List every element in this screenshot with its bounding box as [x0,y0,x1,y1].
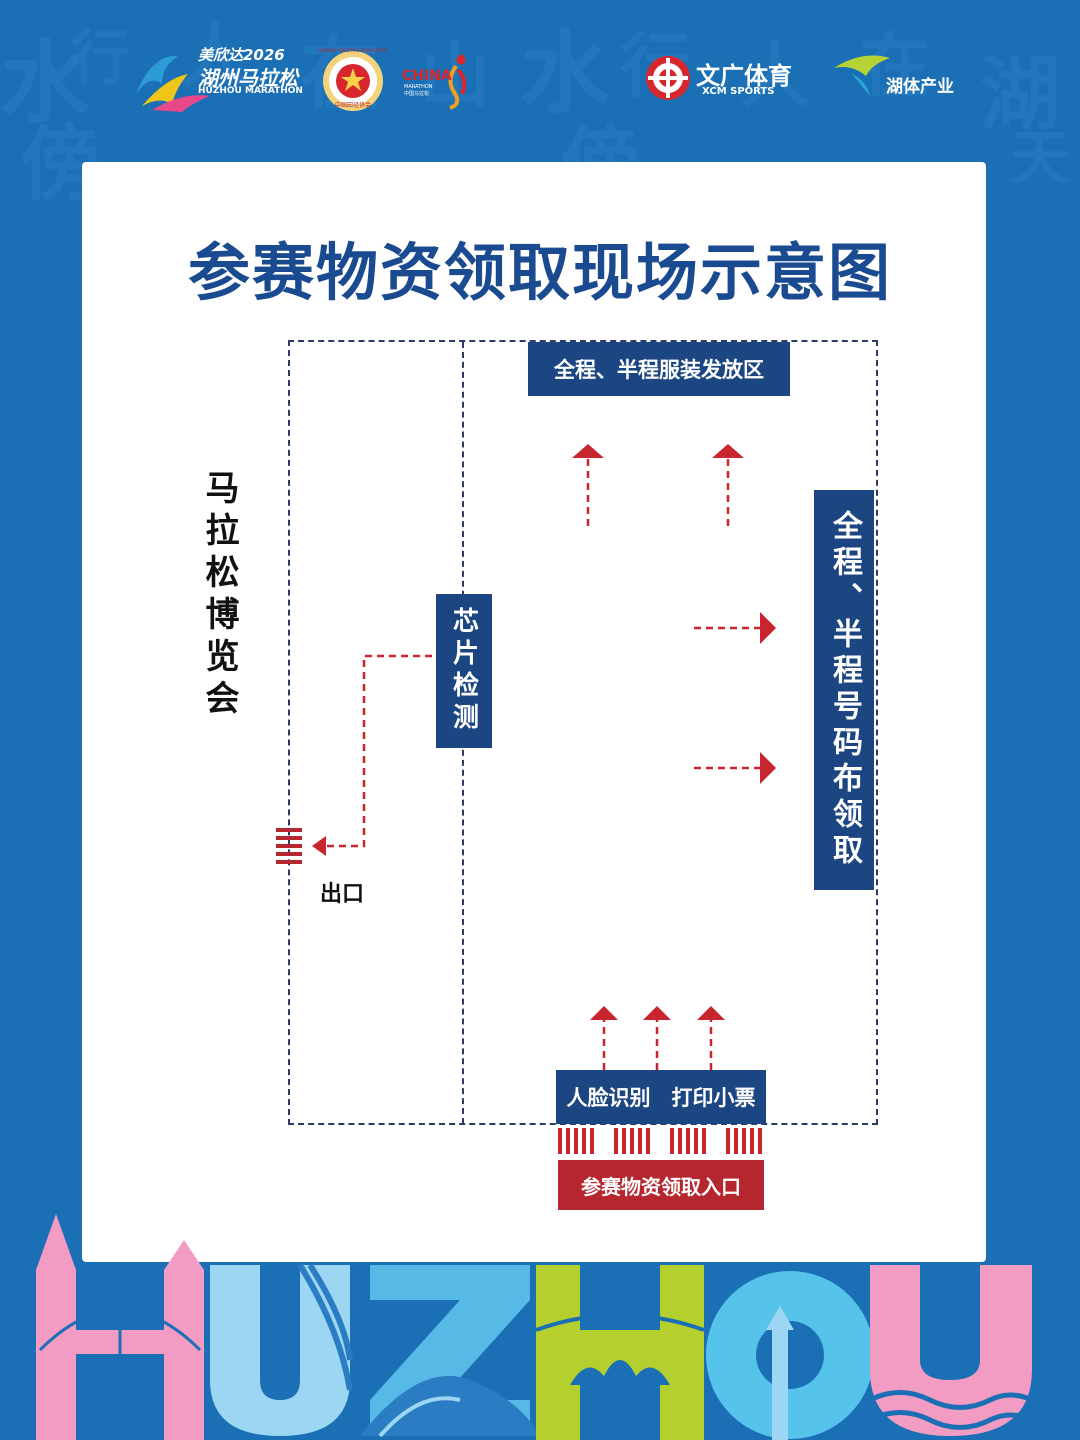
china-logo-sub2: 中国马拉松 [404,91,430,97]
letter-u-1 [210,1263,353,1436]
letter-o [706,1271,874,1440]
letter-u-2 [868,1265,1034,1436]
letter-h-1 [36,1214,204,1440]
entrance-sign: 参赛物资领取入口 [558,1160,764,1210]
exit-turnstile [276,828,302,866]
exit-label: 出口 [320,882,365,907]
chip-check-station: 芯片检测 [436,594,492,748]
letter-z [360,1265,540,1438]
entrance-label: 参赛物资领取入口 [581,1174,741,1199]
xcm-logo-en: XCM SPORTS [702,86,775,97]
page-title: 参赛物资领取现场示意图 [187,236,892,309]
print-ticket-label: 打印小票 [671,1086,756,1110]
bib-collection-zone: 全程、半程号码布领取 [814,490,874,890]
marathon-expo-label: 马拉松博览会 [199,470,239,722]
chip-check-label: 芯片检测 [448,607,479,735]
face-recognition-label: 人脸识别 [566,1086,651,1110]
xcm-sports-logo: 文广体育 XCM SPORTS [644,54,804,104]
cathletics-bottom-text: 中国田径协会 [334,102,371,109]
huzhou-logo-line3: HUZHOU MARATHON [198,86,303,96]
apparel-distribution-zone: 全程、半程服装发放区 [528,342,790,396]
apparel-zone-label: 全程、半程服装发放区 [554,358,764,382]
xcm-logo-cn: 文广体育 [696,62,792,90]
venue-outline [288,340,878,1125]
huzhou-logo-line1: 美欣达2026 [198,46,285,64]
entrance-gates [558,1128,762,1154]
cathletics-emblem: CHINESE ATHLETICS ASSOCIATION 中国田径协会 [319,48,387,112]
china-logo-text: CHINA [402,68,452,84]
bib-zone-label: 全程、半程号码布领取 [827,510,862,870]
huzhou-marathon-logo: 美欣达2026 湖州马拉松 HUZHOU MARATHON [132,44,303,114]
huzhou-footer-art [36,1214,1034,1440]
china-logo-sub1: MARATHON [404,84,433,90]
check-in-bar: 人脸识别 打印小票 [556,1070,766,1124]
letter-h-2 [535,1265,705,1440]
hu-ti-logo-cn: 湖体产业 [886,77,954,97]
huzhou-logo-line2: 湖州马拉松 [198,66,298,90]
hu-ti-industry-logo: 湖体产业 [832,50,962,100]
cathletics-arc-text: CHINESE ATHLETICS ASSOCIATION [318,48,388,53]
china-marathon-logo: CHINA MARATHON 中国马拉松 [402,50,482,110]
